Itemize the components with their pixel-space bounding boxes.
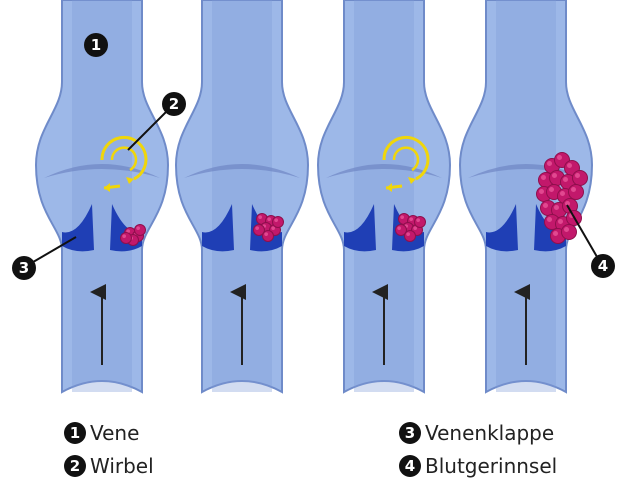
legend-number-4: 4 — [399, 455, 421, 477]
legend-item-wirbel: 2 Wirbel — [64, 451, 154, 481]
svg-text:3: 3 — [19, 259, 29, 277]
vein-stage-2 — [176, 0, 308, 392]
legend-label-blutgerinnsel: Blutgerinnsel — [425, 454, 557, 478]
marker-4-blutgerinnsel: 4 — [591, 254, 615, 278]
vein-stage-1 — [36, 0, 168, 392]
marker-1-vene: 1 — [84, 33, 108, 57]
legend-number-1: 1 — [64, 422, 86, 444]
legend-item-vene: 1 Vene — [64, 418, 139, 448]
legend-label-venenklappe: Venenklappe — [425, 421, 554, 445]
marker-3-venenklappe: 3 — [12, 256, 36, 280]
vein-stage-3 — [318, 0, 450, 392]
svg-text:2: 2 — [169, 95, 179, 113]
legend-label-wirbel: Wirbel — [90, 454, 154, 478]
svg-text:4: 4 — [598, 257, 608, 275]
legend-item-blutgerinnsel: 4 Blutgerinnsel — [399, 451, 557, 481]
vein-stage-4 — [460, 0, 592, 392]
legend-number-3: 3 — [399, 422, 421, 444]
svg-text:1: 1 — [91, 36, 101, 54]
vein-thrombosis-diagram: 1 2 3 4 — [0, 0, 618, 400]
marker-2-wirbel: 2 — [162, 92, 186, 116]
legend-number-2: 2 — [64, 455, 86, 477]
legend-item-venenklappe: 3 Venenklappe — [399, 418, 554, 448]
legend-label-vene: Vene — [90, 421, 139, 445]
